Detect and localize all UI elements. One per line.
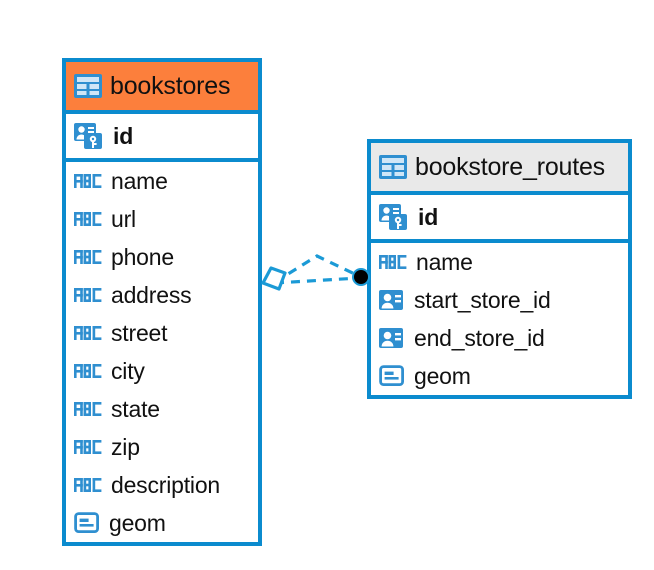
diamond-outline-marker [261, 266, 287, 291]
field-row-phone[interactable]: phone [66, 238, 258, 276]
entity-bookstore-routes-fields: name start_store_id [371, 243, 628, 395]
entity-bookstores-fields: name [66, 162, 258, 542]
field-row-state[interactable]: state [66, 390, 258, 428]
field-label-name: name [111, 167, 168, 194]
table-icon [379, 155, 407, 179]
field-row-routes-id[interactable]: id [371, 195, 628, 239]
field-label-street: street [111, 319, 168, 346]
entity-bookstores-header[interactable]: bookstores [66, 62, 258, 110]
field-label-city: city [111, 357, 145, 384]
field-label-routes-geom: geom [414, 362, 471, 389]
field-row-start-store-id[interactable]: start_store_id [371, 281, 628, 319]
primary-key-icon [74, 121, 104, 151]
field-row-end-store-id[interactable]: end_store_id [371, 319, 628, 357]
field-row-routes-name[interactable]: name [371, 243, 628, 281]
entity-bookstore-routes[interactable]: bookstore_routes [367, 139, 632, 399]
abc-text-icon [74, 400, 102, 418]
field-row-zip[interactable]: zip [66, 428, 258, 466]
abc-text-icon [74, 286, 102, 304]
field-row-city[interactable]: city [66, 352, 258, 390]
field-label-end-store-id: end_store_id [414, 324, 545, 351]
entity-bookstore-routes-pk-section: id [371, 191, 628, 243]
abc-text-icon [74, 172, 102, 190]
foreign-key-icon [379, 288, 405, 312]
abc-text-icon [74, 362, 102, 380]
field-label-geom: geom [109, 509, 166, 536]
abc-text-icon [74, 324, 102, 342]
field-row-street[interactable]: street [66, 314, 258, 352]
primary-key-icon [379, 202, 409, 232]
abc-text-icon [74, 248, 102, 266]
relationship-line-upper [274, 254, 360, 284]
geometry-icon [379, 364, 405, 388]
foreign-key-icon [379, 326, 405, 350]
field-row-routes-geom[interactable]: geom [371, 357, 628, 395]
entity-bookstore-routes-header[interactable]: bookstore_routes [371, 143, 628, 191]
field-row-bookstores-id[interactable]: id [66, 114, 258, 158]
geometry-icon [74, 511, 100, 535]
field-label-state: state [111, 395, 160, 422]
field-label-routes-id: id [418, 203, 439, 230]
field-row-address[interactable]: address [66, 276, 258, 314]
field-label-phone: phone [111, 243, 174, 270]
relationship-line-lower [274, 276, 360, 285]
field-label-url: url [111, 205, 136, 232]
field-label-address: address [111, 281, 192, 308]
entity-bookstore-routes-title: bookstore_routes [415, 152, 605, 181]
field-row-description[interactable]: description [66, 466, 258, 504]
field-label-zip: zip [111, 433, 140, 460]
relationship-connector[interactable] [255, 240, 380, 315]
abc-text-icon [379, 253, 407, 271]
abc-text-icon [74, 210, 102, 228]
field-row-geom[interactable]: geom [66, 504, 258, 542]
field-row-url[interactable]: url [66, 200, 258, 238]
entity-bookstores-pk-section: id [66, 110, 258, 162]
field-label-routes-name: name [416, 248, 473, 275]
field-label-description: description [111, 471, 221, 498]
abc-text-icon [74, 476, 102, 494]
entity-bookstores[interactable]: bookstores [62, 58, 262, 546]
field-row-name[interactable]: name [66, 162, 258, 200]
field-label-bookstores-id: id [113, 122, 134, 149]
field-label-start-store-id: start_store_id [414, 286, 551, 313]
table-icon [74, 74, 102, 98]
entity-bookstores-title: bookstores [110, 71, 231, 100]
abc-text-icon [74, 438, 102, 456]
